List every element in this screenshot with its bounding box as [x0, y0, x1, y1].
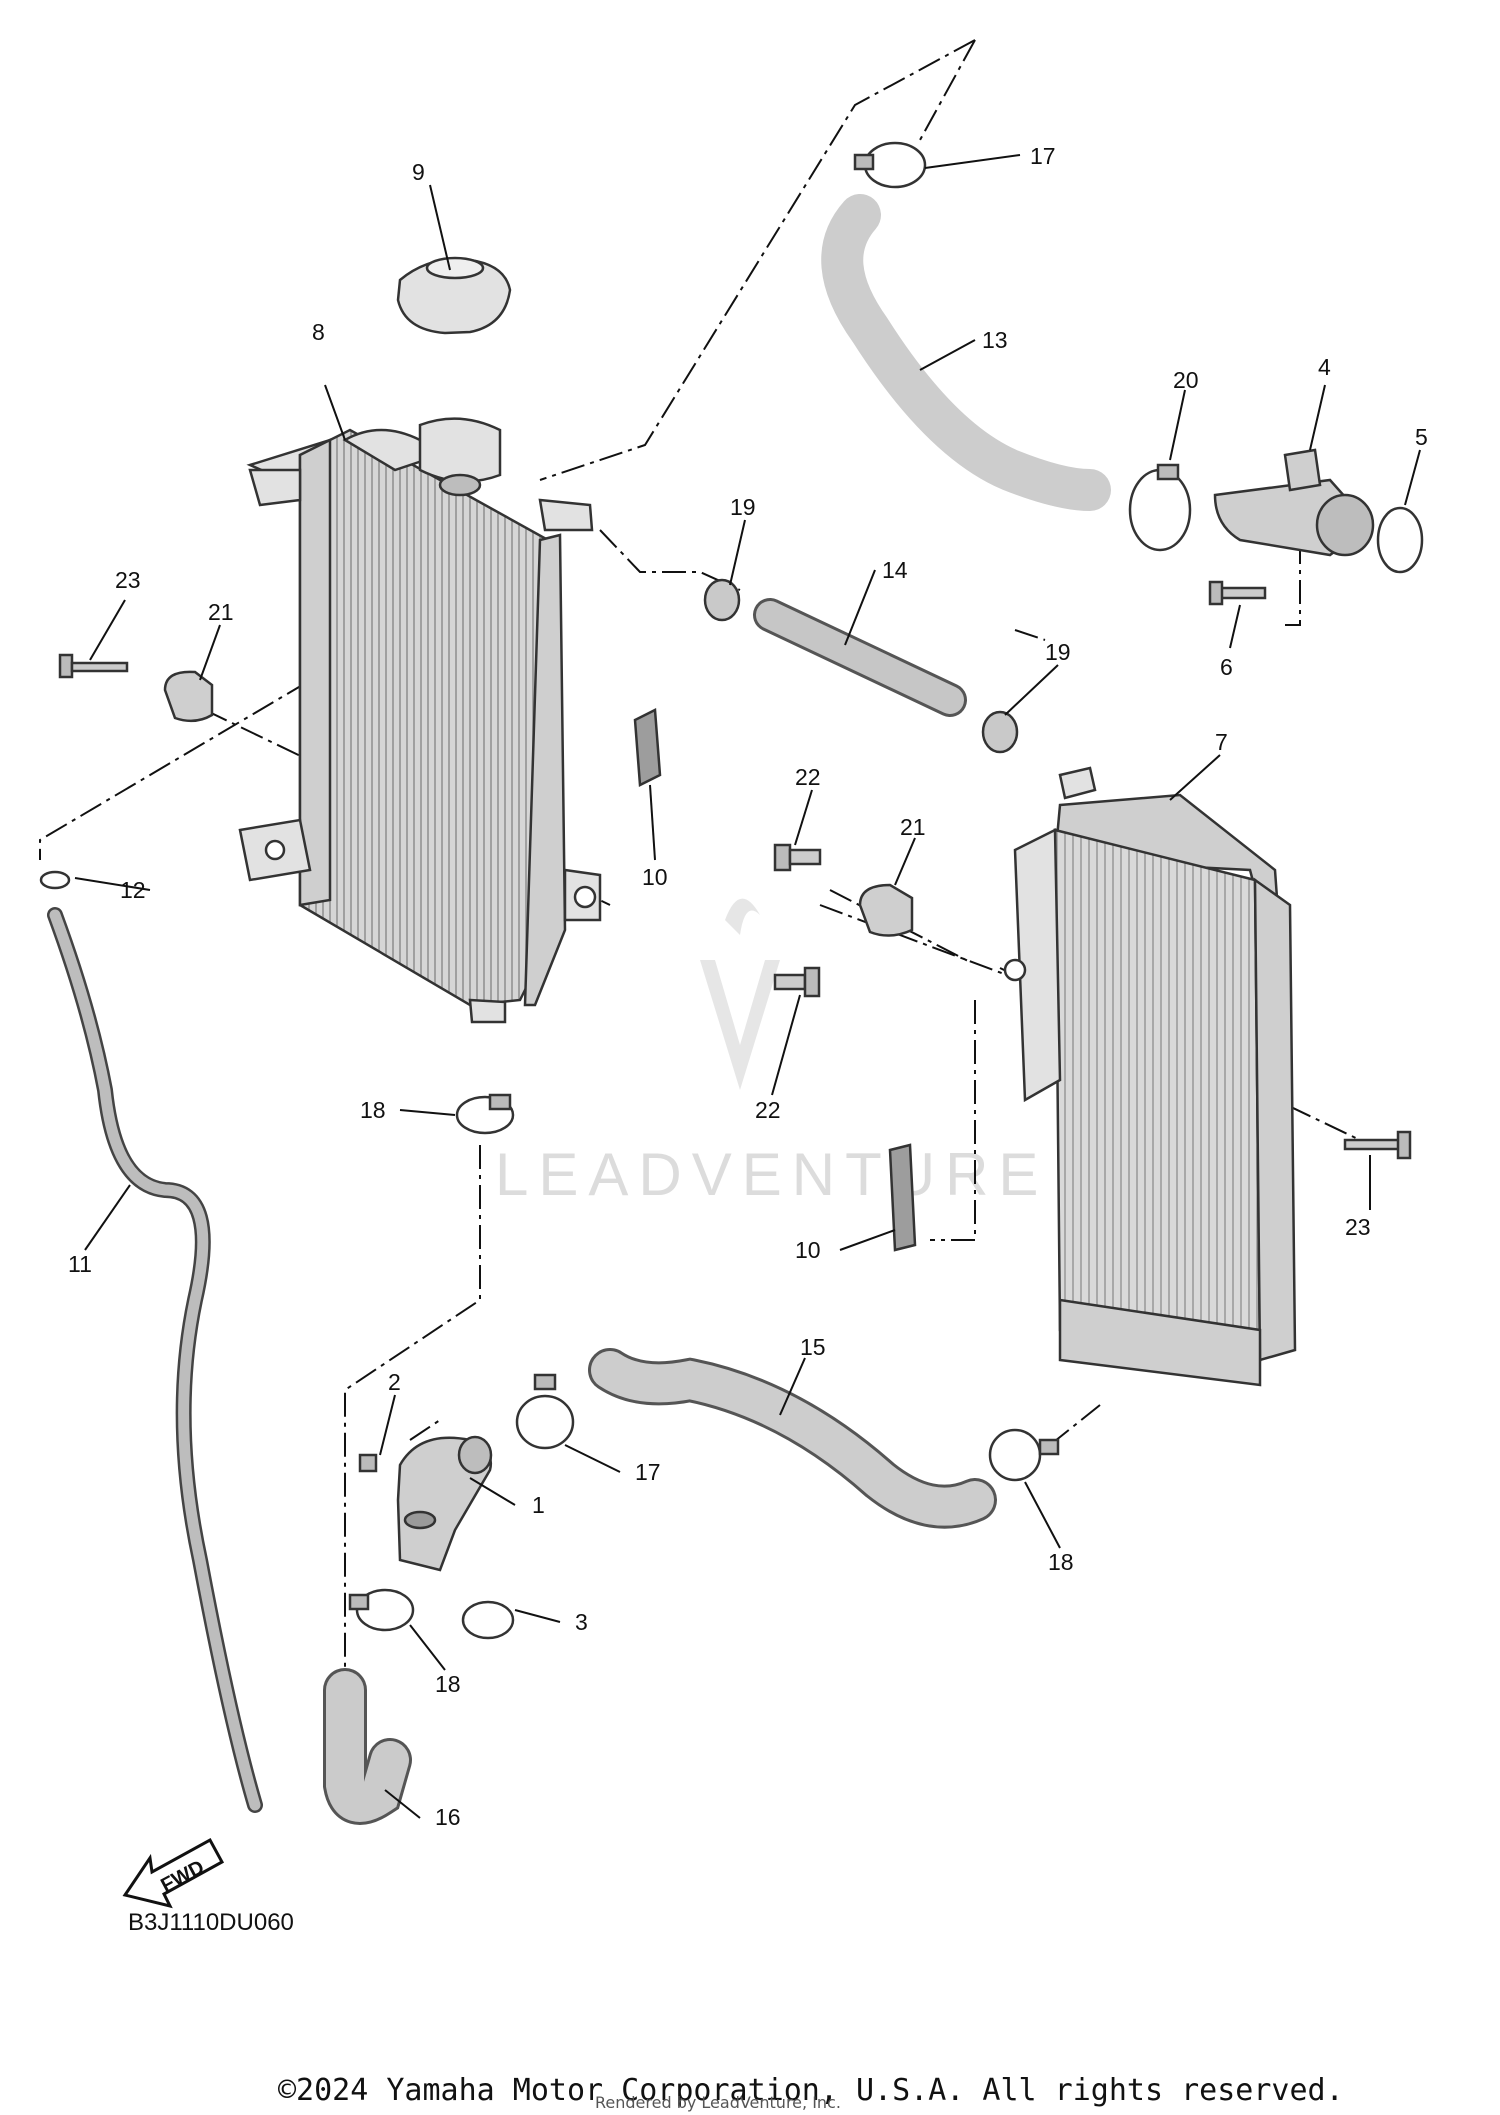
- callout-21-right: 21: [900, 814, 926, 840]
- bolt-2: [358, 1453, 378, 1473]
- grommet-21-right: [858, 883, 914, 937]
- callout-7: 7: [1215, 729, 1228, 755]
- callout-17-top: 17: [1030, 143, 1056, 169]
- callout-20: 20: [1173, 367, 1199, 393]
- collar-22-bottom: [773, 966, 821, 998]
- callout-9: 9: [412, 159, 425, 185]
- copyright-notice: ©2024 Yamaha Motor Corporation, U.S.A. A…: [278, 2073, 1344, 2108]
- callout-22-top: 22: [795, 764, 821, 790]
- callout-19-right: 19: [1045, 639, 1071, 665]
- callout-17-bottom: 17: [635, 1459, 661, 1485]
- hose-clamp-17-bottom: [515, 1373, 575, 1450]
- collar-22-top: [773, 843, 822, 872]
- hose-clamp-17-top: [853, 141, 927, 189]
- water-pump-outlet: [396, 1435, 493, 1572]
- callout-18-right: 18: [1048, 1549, 1074, 1575]
- callout-18-top: 18: [360, 1097, 386, 1123]
- callout-10-right: 10: [795, 1237, 821, 1263]
- callout-2: 2: [388, 1369, 401, 1395]
- upper-hose: [821, 194, 1111, 511]
- grommet-21-left: [163, 670, 214, 723]
- hose-clamp-12: [39, 870, 71, 890]
- watermark-text: LEADVENTURE: [495, 1141, 1048, 1208]
- hose-clamp-18-right: [988, 1428, 1060, 1482]
- callout-22-bottom: 22: [755, 1097, 781, 1123]
- callout-18-bottom: 18: [435, 1671, 461, 1697]
- right-radiator: [1003, 766, 1297, 1387]
- callout-23-right: 23: [1345, 1214, 1371, 1240]
- lower-hose: [588, 1348, 997, 1529]
- callout-10-left: 10: [642, 864, 668, 890]
- overflow-hose: [47, 907, 263, 1813]
- callout-14: 14: [882, 557, 908, 583]
- hose-clamp-18-bottom: [348, 1588, 415, 1632]
- leader-lines: [74, 154, 1421, 1819]
- hose-clamp-19-left: [703, 578, 741, 622]
- callout-16: 16: [435, 1804, 461, 1830]
- callout-19-left: 19: [730, 494, 756, 520]
- callout-12: 12: [120, 877, 146, 903]
- radiator-cap: [396, 256, 512, 335]
- callout-15: 15: [800, 1334, 826, 1360]
- elbow-hose: [323, 1668, 412, 1825]
- callout-4: 4: [1318, 354, 1331, 380]
- callout-13: 13: [982, 327, 1008, 353]
- fwd-arrow-icon: FWD: [122, 1837, 225, 1909]
- o-ring-bottom: [461, 1600, 515, 1640]
- thermostat-outlet-fitting: [1213, 448, 1375, 557]
- o-ring-top: [1376, 506, 1424, 574]
- rubber-pad-right: [888, 1143, 917, 1252]
- small-hose: [753, 598, 967, 717]
- bolt-6: [1208, 580, 1267, 606]
- callout-6: 6: [1220, 654, 1233, 680]
- callout-11: 11: [68, 1251, 92, 1277]
- rubber-pad-left: [633, 708, 662, 787]
- rendered-by-notice: Rendered by LeadVenture, Inc.: [595, 2093, 841, 2112]
- callout-1: 1: [532, 1492, 545, 1518]
- bolt-23-right: [1343, 1130, 1412, 1160]
- bolt-23-left: [58, 653, 129, 679]
- hose-clamp-18-top: [455, 1093, 515, 1135]
- callout-23-left: 23: [115, 567, 141, 593]
- diagram-code: B3J1110DU060: [128, 1909, 294, 1936]
- hose-clamp-19-right: [981, 710, 1019, 754]
- callout-3: 3: [575, 1609, 588, 1635]
- callout-8: 8: [312, 319, 325, 345]
- callout-labels: 17 9 13 8 20 4 5 19 14 23 21 6 19 22 21 …: [68, 143, 1428, 1830]
- callout-21-left: 21: [208, 599, 234, 625]
- leadventure-watermark: LEADVENTURE: [495, 898, 1048, 1208]
- hose-clamp-20: [1128, 463, 1192, 552]
- left-radiator: [238, 417, 602, 1024]
- callout-5: 5: [1415, 424, 1428, 450]
